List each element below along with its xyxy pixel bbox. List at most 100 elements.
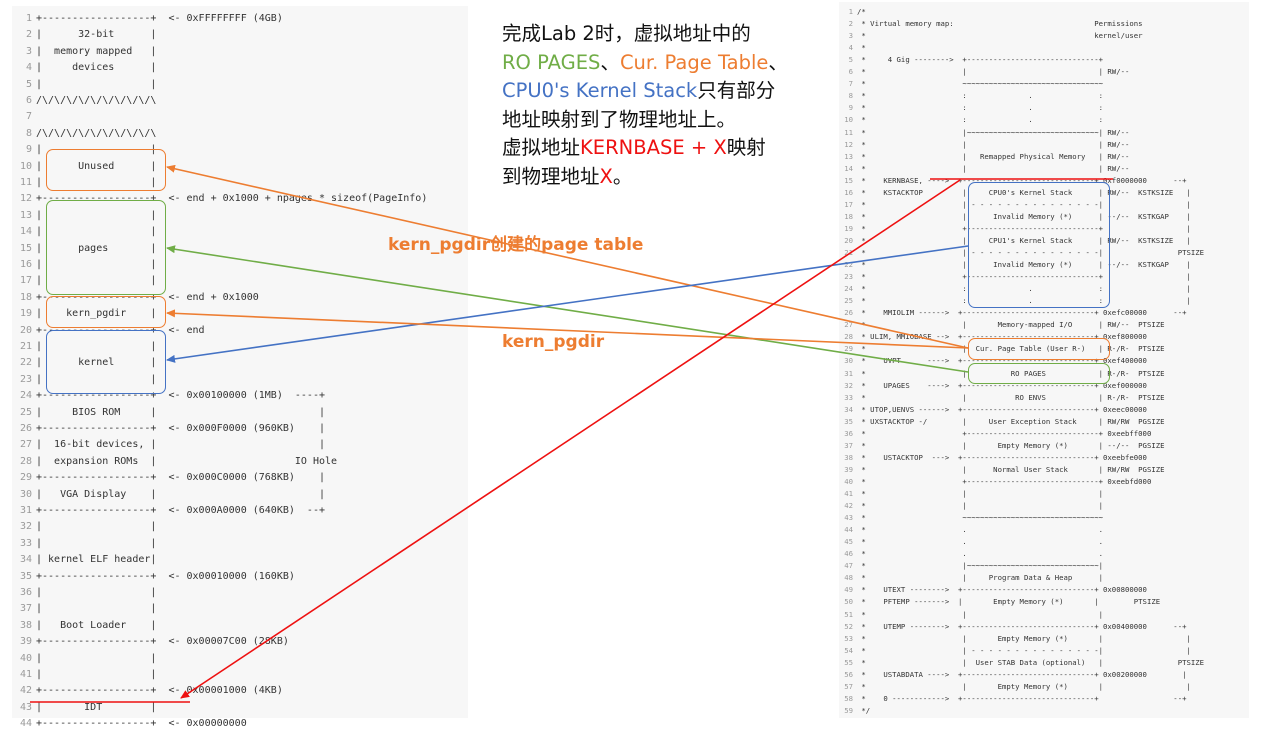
code-text: * ~~~~~~~~~~~~~~~~~~~~~~~~~~~~~~~~ <box>857 513 1104 523</box>
label-kern-pgdir: kern_pgdir <box>502 332 605 352</box>
line-number: 44 <box>19 718 32 730</box>
code-line: 27 * | Memory-mapped I/O | RW/-- PTSIZE <box>839 319 1164 331</box>
line-number: 24 <box>19 390 32 402</box>
code-text: * . . <box>857 525 1104 535</box>
line-number: 22 <box>844 260 853 270</box>
line-number: 8 <box>848 91 853 101</box>
code-text: * | | <box>857 609 1104 619</box>
code-text: * |~~~~~~~~~~~~~~~~~~~~~~~~~~~~~~| <box>857 561 1104 571</box>
line-number: 31 <box>19 505 32 516</box>
code-text: * | Remapped Physical Memory | RW/-- <box>857 151 1130 161</box>
code-line: 58 * 0 ------------> +------------------… <box>839 693 1186 705</box>
line-number: 40 <box>844 476 853 486</box>
line-number: 19 <box>844 223 853 233</box>
line-number: 11 <box>19 177 32 188</box>
code-text: * | Empty Memory (*) | --/-- PGSIZE <box>857 440 1165 450</box>
code-line: 2 * Virtual memory map: Permissions <box>839 18 1143 30</box>
code-line: 28| expansion ROMs | IO Hole <box>12 454 337 470</box>
code-line: 6 * | | RW/-- <box>839 66 1130 78</box>
code-line: 47 * |~~~~~~~~~~~~~~~~~~~~~~~~~~~~~~| <box>839 560 1103 572</box>
code-text: /\/\/\/\/\/\/\/\/\/\ <box>36 127 157 139</box>
code-text: * : . : <box>857 115 1104 125</box>
line-number: 43 <box>844 513 853 523</box>
code-line: 42+------------------+ <- 0x00001000 (4K… <box>12 683 283 699</box>
code-line: 51 * | | <box>839 609 1103 621</box>
line-number: 21 <box>844 248 853 257</box>
code-line: 7 * ~~~~~~~~~~~~~~~~~~~~~~~~~~~~~~~~ <box>839 78 1103 90</box>
code-text: * UTEXT --------> +---------------------… <box>857 585 1147 595</box>
code-line: 41 * | | <box>839 488 1103 500</box>
code-line: 56 * USTABDATA ----> +------------------… <box>839 669 1186 681</box>
line-number: 17 <box>844 199 853 209</box>
code-line: 19 | kern_pgdir | <box>12 306 156 322</box>
pages-region-box <box>46 200 166 295</box>
line-number: 3 <box>25 45 32 57</box>
code-text: | Unused | <box>36 160 157 172</box>
line-number: 1 <box>25 13 32 24</box>
line-number: 21 <box>19 341 32 352</box>
code-text: * UTOP,UENVS ------> +------------------… <box>857 404 1147 414</box>
line-number: 26 <box>844 308 853 318</box>
code-line: 5| | <box>12 77 156 93</box>
code-line: 57 * | Empty Memory (*) | | <box>839 681 1191 693</box>
line-number: 19 <box>19 308 32 320</box>
code-text: * ~~~~~~~~~~~~~~~~~~~~~~~~~~~~~~~~ <box>857 79 1104 89</box>
line-number: 23 <box>844 272 853 282</box>
code-line: 8 * : . : <box>839 90 1103 102</box>
code-line: 3 | memory mapped | <box>12 44 156 60</box>
line-number: 15 <box>19 242 32 254</box>
code-text: * MMIOLIM ------> +---------------------… <box>857 308 1187 318</box>
line-number: 40 <box>19 652 32 664</box>
code-line: 38| Boot Loader | <box>12 618 156 634</box>
line-number: 16 <box>844 187 853 197</box>
code-line: 40 | | <box>12 651 156 667</box>
code-text: * kernel/user <box>857 31 1143 41</box>
code-text: | | <box>36 652 157 664</box>
note-line-5b: 映射 <box>726 136 766 159</box>
line-number: 31 <box>844 368 853 378</box>
code-line: 53 * | Empty Memory (*) | | <box>839 633 1191 645</box>
code-text: | 16-bit devices, | | <box>36 439 325 451</box>
code-line: 34| kernel ELF header| <box>12 552 156 568</box>
line-number: 29 <box>844 344 853 354</box>
code-text: * USTACKTOP ---> +----------------------… <box>857 452 1147 462</box>
explanation-note: 完成Lab 2时，虚拟地址中的 RO PAGES、Cur. Page Table… <box>502 20 822 191</box>
code-line: 13| | <box>12 208 156 224</box>
code-text: +------------------+ <- 0x00010000 (160K… <box>36 570 295 582</box>
note-sep-2: 、 <box>768 50 788 74</box>
code-line: 55 * | User STAB Data (optional) | PTSIZ… <box>839 657 1204 669</box>
line-number: 58 <box>844 693 853 703</box>
code-line: 52 * UTEMP --------> +------------------… <box>839 621 1186 633</box>
line-number: 39 <box>844 464 853 474</box>
line-number: 1 <box>848 7 853 16</box>
code-line: 34 * UTOP,UENVS ------> +---------------… <box>839 404 1147 416</box>
code-text: * UTEMP --------> +---------------------… <box>857 621 1187 631</box>
code-text: | kernel | <box>36 357 157 369</box>
code-line: 16 | | <box>12 257 156 273</box>
code-text: | kern_pgdir | <box>36 308 157 320</box>
code-text: * | | RW/-- <box>857 67 1130 77</box>
line-number: 51 <box>844 609 853 619</box>
line-number: 30 <box>19 488 32 500</box>
line-number: 7 <box>848 79 853 89</box>
code-text: | kernel ELF header| <box>36 554 157 566</box>
line-number: 10 <box>844 115 853 125</box>
line-number: 16 <box>19 259 32 270</box>
note-line-4: 地址映射到了物理地址上。 <box>502 107 737 131</box>
code-text: | | <box>36 78 157 90</box>
code-text: +------------------+ <- 0x000A0000 (640K… <box>36 505 325 516</box>
code-text: | | <box>36 259 157 270</box>
code-text: | memory mapped | <box>36 45 157 57</box>
unused-region-box <box>46 149 166 191</box>
line-number: 25 <box>19 406 32 418</box>
code-text: * . . <box>857 537 1104 547</box>
code-text: * 4 Gig --------> +---------------------… <box>857 55 1104 65</box>
code-line: 44+------------------+ <- 0x00000000 <box>12 716 247 732</box>
line-number: 29 <box>19 472 32 484</box>
line-number: 14 <box>844 163 853 173</box>
code-line: 54 * | - - - - - - - - - - - - - - -| | <box>839 645 1191 657</box>
code-line: 12 * | | RW/-- <box>839 139 1129 151</box>
code-line: 25| BIOS ROM | | <box>12 405 325 421</box>
note-x: X <box>599 164 613 188</box>
line-number: 6 <box>25 95 32 106</box>
